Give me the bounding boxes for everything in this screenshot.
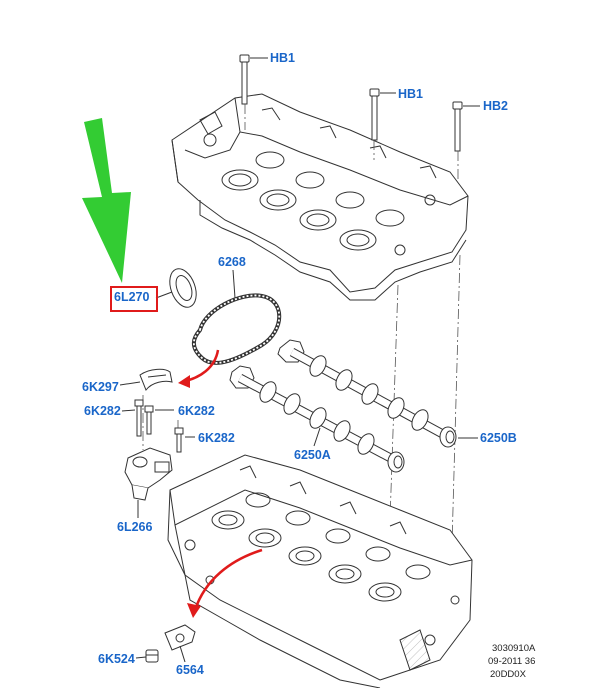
bolt-hb2 <box>452 101 480 152</box>
label-hb1-mid: HB1 <box>398 87 424 101</box>
camshaft-exhaust <box>277 339 457 448</box>
reference-code-line2: 09-2011 36 <box>488 656 536 667</box>
roller-follower <box>164 624 196 651</box>
chain-guide <box>139 368 173 392</box>
curved-arrow-icon <box>178 349 220 388</box>
lash-adjuster <box>145 649 159 663</box>
leader-6k297 <box>119 381 141 386</box>
leader-6250a <box>313 427 321 447</box>
leader-6l270 <box>155 291 173 299</box>
label-hb1-top: HB1 <box>270 51 296 65</box>
label-6564: 6564 <box>176 663 204 677</box>
oil-seal <box>169 268 197 308</box>
label-hb2: HB2 <box>483 99 509 113</box>
bolts-6k282 <box>134 399 184 453</box>
chain-tensioner <box>124 447 173 501</box>
reference-code-line3: 20DD0X <box>490 669 526 680</box>
bolt-hb1-top <box>239 54 268 105</box>
timing-chain <box>191 293 282 365</box>
down-arrow-icon <box>82 118 131 283</box>
label-6k524: 6K524 <box>98 652 135 666</box>
label-6k297: 6K297 <box>82 380 119 394</box>
label-6k282-right: 6K282 <box>178 404 215 418</box>
leader-6268 <box>232 269 236 299</box>
label-6k282-lower: 6K282 <box>198 431 235 445</box>
label-6k282-left: 6K282 <box>84 404 121 418</box>
label-6l270: 6L270 <box>114 290 150 304</box>
label-6268: 6268 <box>218 255 246 269</box>
leaders-6k282 <box>121 409 195 438</box>
leaders-lower <box>135 645 186 663</box>
bolt-hb1-mid <box>369 88 396 141</box>
reference-code-line1: 3030910A <box>492 643 536 654</box>
camshaft-carrier <box>171 93 469 301</box>
curved-arrow-icon <box>187 548 263 618</box>
label-6250b: 6250B <box>480 431 517 445</box>
camshaft-intake <box>229 365 405 473</box>
label-6l266: 6L266 <box>117 520 153 534</box>
cylinder-head <box>167 454 473 688</box>
label-6250a: 6250A <box>294 448 331 462</box>
highlight-box-6l270 <box>110 286 158 312</box>
